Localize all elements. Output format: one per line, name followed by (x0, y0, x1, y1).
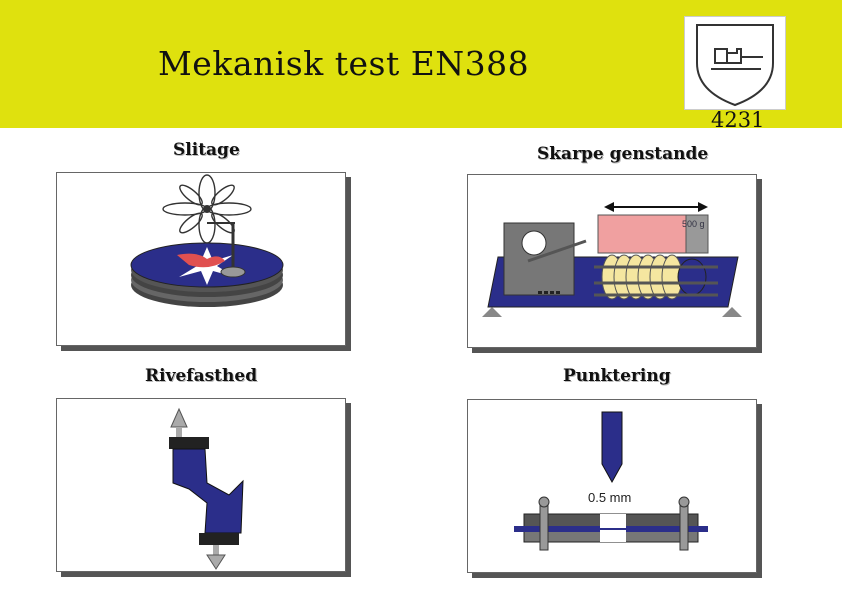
abrasion-test-icon (130, 174, 284, 307)
puncture-panel: 0.5 mm (467, 399, 757, 573)
weight-label: 500 g (682, 219, 705, 229)
caption-blade-cut: Skarpe genstande (537, 144, 709, 164)
caption-tear: Rivefasthed (145, 366, 258, 386)
caption-puncture: Punktering (563, 366, 671, 386)
tear-test-icon (169, 407, 244, 570)
caption-abrasion: Slitage (173, 140, 240, 160)
blade-cut-panel: 500 g (467, 174, 757, 348)
page-title: Mekanisk test EN388 (158, 44, 530, 83)
abrasion-panel (56, 172, 346, 346)
performance-code: 4231 (711, 108, 765, 132)
tip-label: 0.5 mm (588, 490, 631, 505)
puncture-test-icon: 0.5 mm (514, 411, 708, 551)
tear-panel (56, 398, 346, 572)
blade-cut-test-icon: 500 g (482, 202, 742, 317)
glove-hammer-shield-icon (684, 16, 786, 110)
